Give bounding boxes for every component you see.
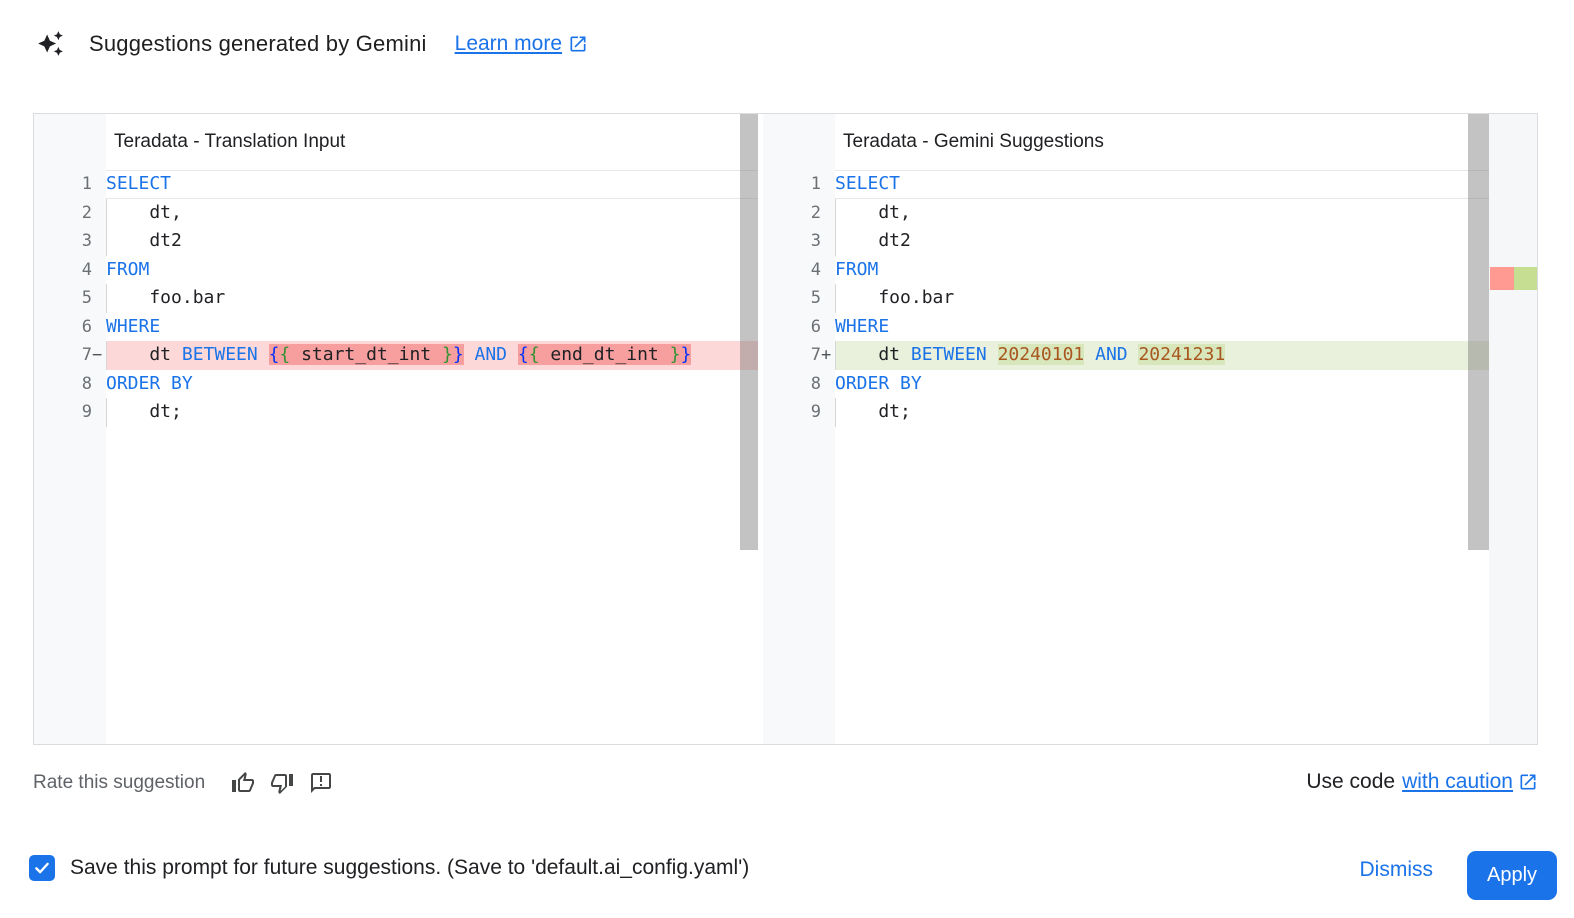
- save-prompt-label: Save this prompt for future suggestions.…: [70, 856, 750, 879]
- learn-more-label: Learn more: [454, 31, 563, 55]
- gutter-line: 2: [81, 202, 92, 223]
- feedback-icon: [311, 773, 332, 793]
- code-line: WHERE: [835, 315, 890, 337]
- feedback-button[interactable]: [309, 771, 333, 795]
- rate-label: Rate this suggestion: [33, 772, 206, 793]
- overview-ruler: [1489, 114, 1537, 744]
- page-title: Suggestions generated by Gemini: [89, 30, 427, 56]
- use-code-note: Use code with caution: [1306, 770, 1538, 794]
- ruler-removed-mark: [1490, 267, 1514, 290]
- thumbs-down-icon: [271, 774, 294, 794]
- gutter-line: 4: [810, 259, 821, 280]
- gutter-line: 6: [810, 316, 821, 337]
- check-icon: [35, 862, 49, 874]
- gutter-line: 4: [81, 259, 92, 280]
- gutter: [763, 114, 835, 744]
- gutter-line: 3: [810, 231, 821, 251]
- indent-guide: [835, 341, 836, 370]
- dismiss-button[interactable]: Dismiss: [1359, 858, 1434, 881]
- gutter-line: 8: [81, 373, 92, 394]
- indent-guide: [835, 284, 836, 313]
- pane-gemini-suggestions: Teradata - Gemini Suggestions 1 2 3 4 5 6 7+ 8 9…: [763, 114, 1537, 744]
- use-code-text: Use code: [1306, 770, 1396, 793]
- ruler-added-mark: [1514, 267, 1537, 290]
- save-prompt-row: Save this prompt for future suggestions.…: [29, 855, 749, 881]
- code-line: ORDER BY: [106, 372, 193, 394]
- gutter-line: 9: [810, 402, 821, 422]
- code-line: FROM: [106, 258, 150, 280]
- code-line: dt2: [835, 227, 1489, 256]
- code-line: SELECT: [106, 170, 758, 199]
- indent-guide: [106, 341, 107, 370]
- with-caution-link[interactable]: with caution: [1402, 770, 1538, 794]
- code-line: dt,: [835, 198, 1489, 227]
- gutter: [34, 114, 106, 744]
- code-line: FROM: [835, 258, 879, 280]
- indent-guide: [835, 198, 836, 227]
- gutter-line: 1: [81, 174, 92, 194]
- code-line: dt,: [106, 198, 758, 227]
- code-line: foo.bar: [106, 284, 758, 313]
- code-line: SELECT: [835, 170, 1489, 199]
- code-line: WHERE: [106, 315, 161, 337]
- gutter-line: 7+: [810, 345, 832, 365]
- suggestions-header: Suggestions generated by Gemini Learn mo…: [37, 30, 588, 57]
- pane-title: Teradata - Translation Input: [114, 131, 346, 152]
- code-line: foo.bar: [835, 284, 1489, 313]
- open-in-new-icon: [1520, 774, 1536, 790]
- apply-button[interactable]: Apply: [1467, 851, 1557, 900]
- gutter-line: 8: [810, 373, 821, 394]
- code-line: dt BETWEEN {{ start_dt_int }} AND {{ end…: [106, 341, 758, 370]
- gutter-line: 2: [810, 202, 821, 223]
- indent-guide: [835, 227, 836, 256]
- gutter-line: 5: [81, 288, 92, 308]
- gutter-lines: 1 2 3 4 5 6 7+ 8 9: [763, 170, 835, 427]
- gutter-line: 6: [81, 316, 92, 337]
- gemini-sparkle-icon: [37, 30, 64, 57]
- indent-guide: [106, 284, 107, 313]
- open-in-new-icon: [570, 36, 586, 51]
- thumbs-down-button[interactable]: [270, 771, 294, 795]
- code-line: dt2: [106, 227, 758, 256]
- indent-guide: [106, 227, 107, 256]
- with-caution-label: with caution: [1402, 770, 1513, 793]
- code-line: dt;: [835, 398, 1489, 427]
- indent-guide: [106, 198, 107, 227]
- code-line: dt BETWEEN 20240101 AND 20241231: [835, 341, 1489, 370]
- save-prompt-checkbox[interactable]: [29, 855, 55, 881]
- gutter-line: 5: [810, 288, 821, 308]
- gutter-line: 1: [810, 174, 821, 194]
- learn-more-link[interactable]: Learn more: [455, 32, 588, 56]
- scrollbar-thumb[interactable]: [1468, 114, 1489, 550]
- rate-row: Rate this suggestion: [33, 768, 348, 798]
- scrollbar-thumb[interactable]: [740, 114, 758, 550]
- indent-guide: [835, 398, 836, 427]
- code-line: ORDER BY: [835, 372, 922, 394]
- thumbs-up-button[interactable]: [231, 771, 255, 795]
- gutter-line: 3: [81, 231, 92, 251]
- thumbs-up-icon: [232, 772, 255, 792]
- indent-guide: [106, 398, 107, 427]
- code-line: dt;: [106, 398, 758, 427]
- gutter-lines: 1 2 3 4 5 6 7− 8 9: [34, 170, 106, 427]
- gutter-line: 7−: [81, 345, 103, 365]
- gutter-line: 9: [81, 402, 92, 422]
- pane-title: Teradata - Gemini Suggestions: [843, 131, 1104, 152]
